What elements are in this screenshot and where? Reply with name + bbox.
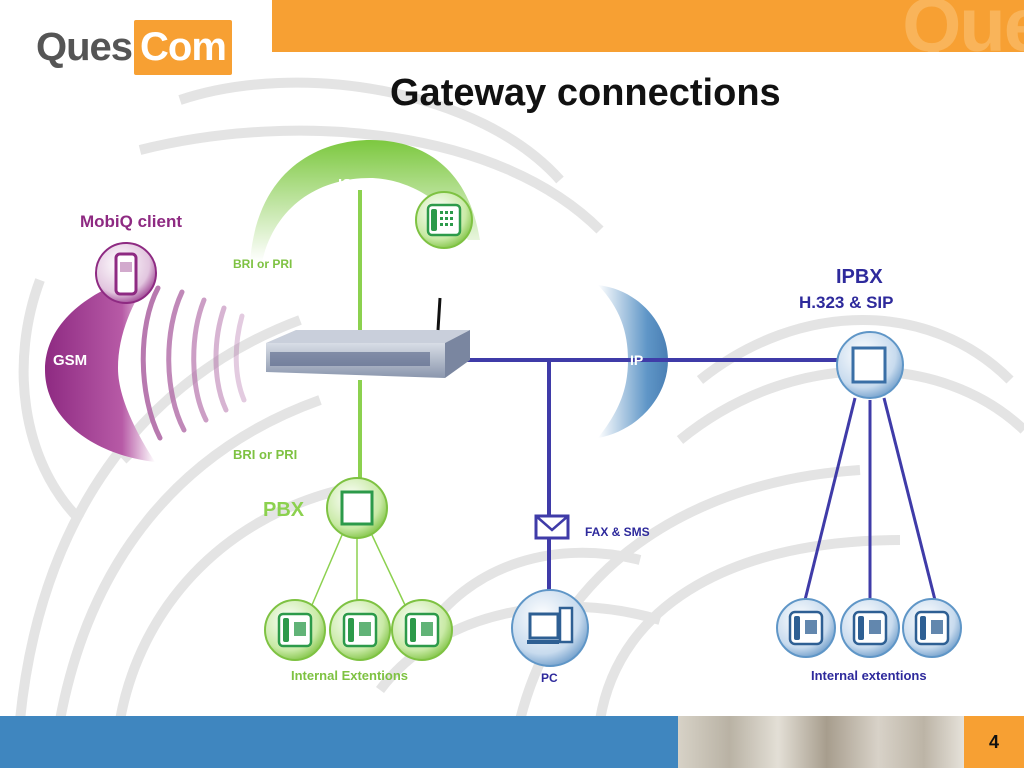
bri-or-pri-top-label: BRI or PRI (233, 257, 293, 271)
pc-label: PC (541, 671, 558, 685)
pbx-label: PBX (263, 499, 305, 521)
pc-icon (511, 589, 589, 667)
header-band: Que (272, 0, 1024, 52)
ipbx-extension-links (803, 397, 937, 601)
ipbx-label: IPBX (836, 266, 883, 288)
mobiq-client-label: MobiQ client (80, 212, 182, 231)
internal-phone-blue-1 (776, 598, 836, 658)
logo-text-com: Com (134, 20, 232, 75)
envelope-icon (534, 514, 570, 540)
gateway-device (266, 297, 470, 378)
pbx-icon (326, 477, 388, 539)
ipbx-icon (836, 331, 904, 399)
gsm-cloud (45, 272, 155, 462)
pbx-extension-links (311, 534, 406, 606)
ip-links (463, 358, 860, 598)
isdn-cloud (250, 140, 480, 262)
logo-text-ques: Ques (36, 25, 133, 69)
internal-phone-green-2 (329, 599, 391, 661)
gsm-signal-waves (140, 285, 247, 441)
internal-phone-green-1 (264, 599, 326, 661)
ipbx-protocols-label: H.323 & SIP (799, 293, 894, 312)
fax-sms-label: FAX & SMS (585, 525, 650, 539)
internal-phone-blue-2 (840, 598, 900, 658)
header-watermark: Que (902, 0, 1024, 52)
ip-label: IP (630, 352, 644, 368)
internal-phone-green-3 (391, 599, 453, 661)
bri-or-pri-bottom-label: BRI or PRI (233, 447, 298, 462)
internal-phone-blue-3 (902, 598, 962, 658)
mobile-phone-icon (95, 242, 157, 304)
internal-extentions-right-label: Internal extentions (811, 668, 927, 683)
internal-extentions-left-label: Internal Extentions (291, 668, 409, 683)
isdn-phone-icon (415, 191, 473, 249)
slide-title: Gateway connections (390, 72, 781, 114)
isdn-label: ISDN (338, 176, 374, 193)
footer-photo-strip (678, 716, 964, 768)
gsm-label: GSM (53, 352, 88, 369)
page-number: 4 (964, 716, 1024, 768)
footer-band (0, 716, 678, 768)
